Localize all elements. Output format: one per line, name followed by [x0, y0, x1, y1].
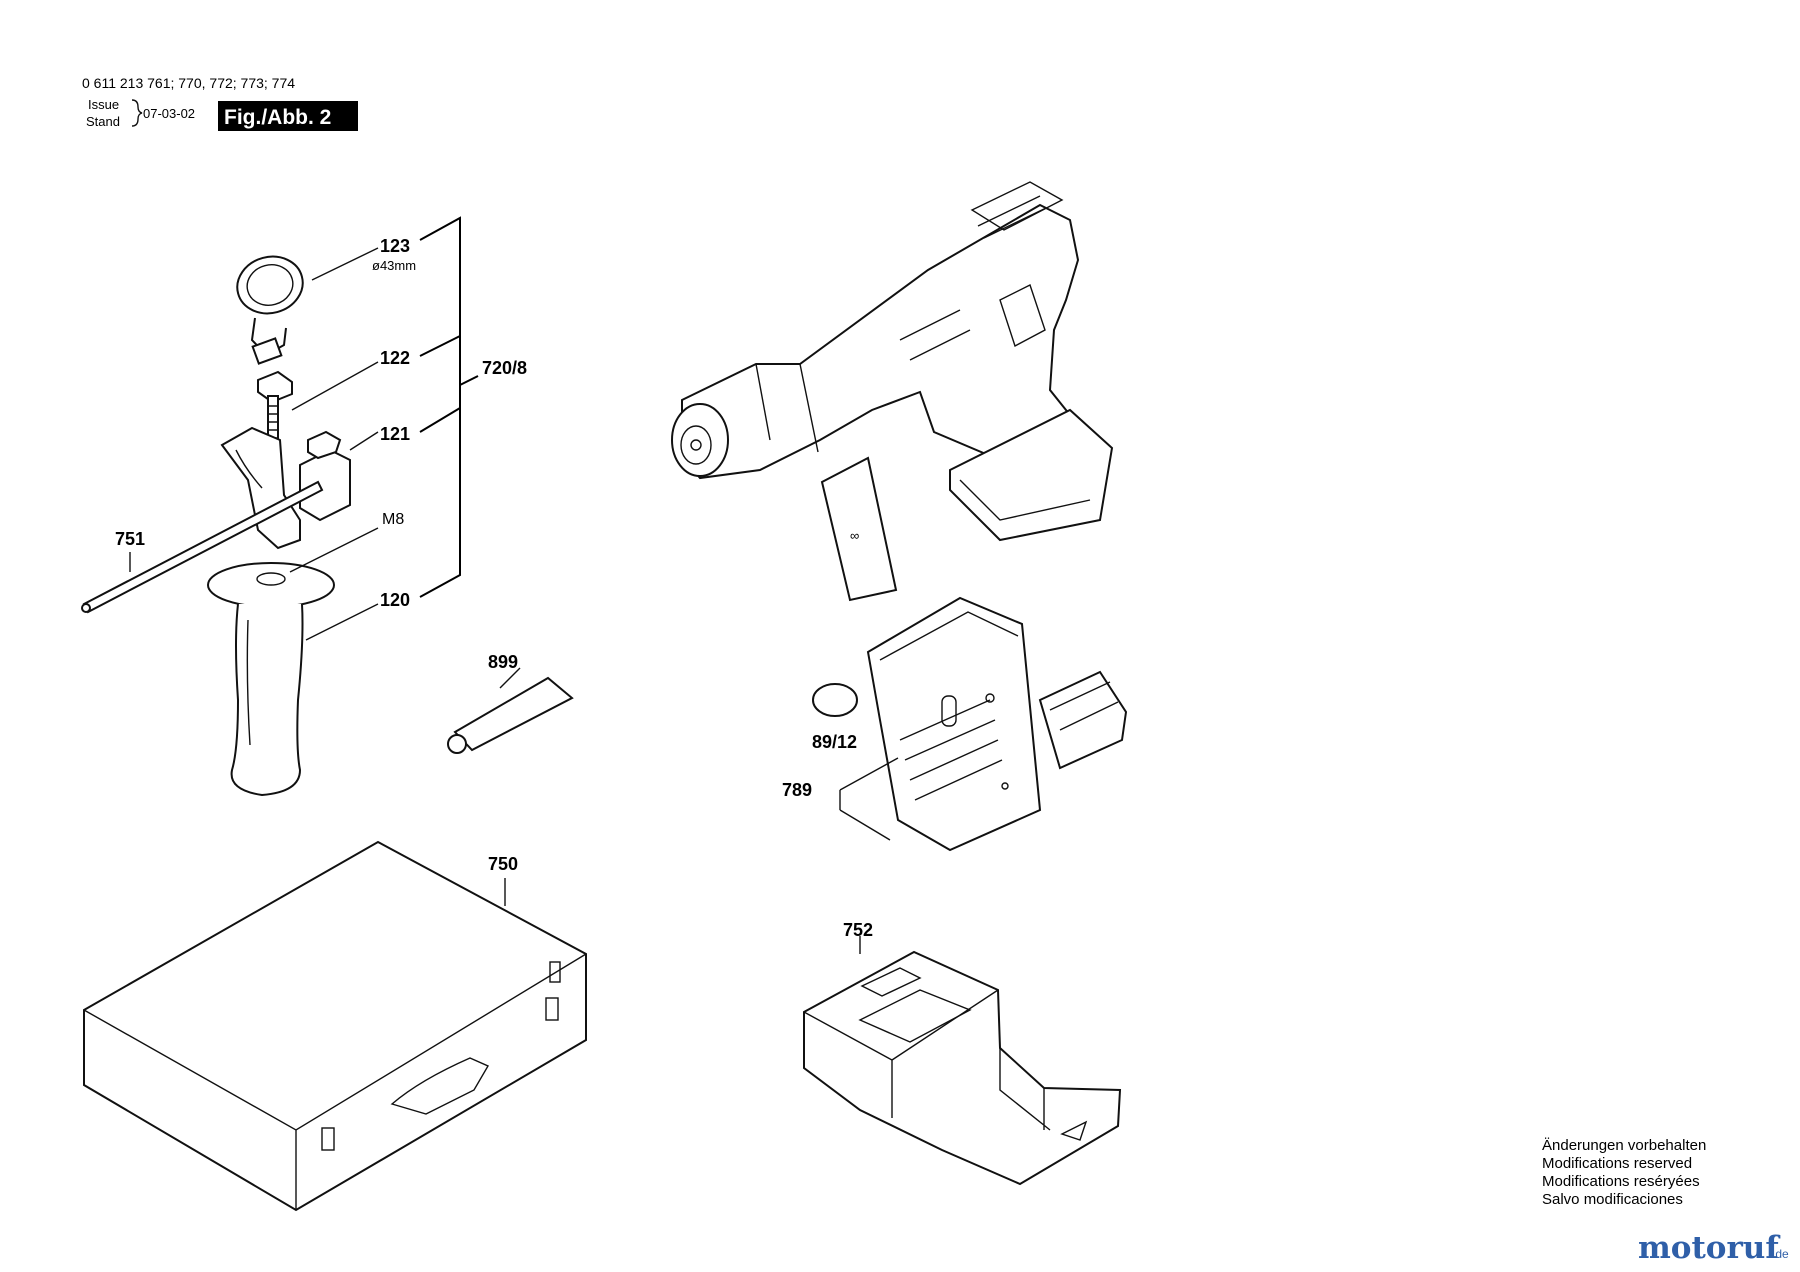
label-122: 122 — [380, 348, 410, 368]
label-789: 789 — [782, 780, 812, 800]
label-751: 751 — [115, 529, 145, 549]
modification-notes: Änderungen vorbehalten Modifications res… — [1542, 1137, 1706, 1208]
label-752: 752 — [843, 920, 873, 940]
label-89-12: 89/12 — [812, 732, 857, 752]
header-block: 0 611 213 761; 770, 772; 773; 774 Issue … — [82, 75, 358, 131]
label-123: 123 — [380, 236, 410, 256]
carrying-case-750: 750 — [83, 840, 587, 1212]
watermark-tld: .de — [1772, 1247, 1789, 1261]
rotary-hammer: ∞ — [671, 181, 1114, 602]
label-899: 899 — [488, 652, 518, 672]
grease-tube-899: 899 — [447, 652, 574, 754]
holder-121: 121 — [220, 424, 410, 550]
charger-752: 752 — [803, 920, 1122, 1186]
label-m8: M8 — [382, 511, 404, 528]
brace-icon — [131, 99, 143, 127]
figure-badge — [218, 101, 358, 131]
label-120: 120 — [380, 590, 410, 610]
depth-stop-mark: ∞ — [850, 528, 859, 543]
note-fr: Modifications reséryées — [1542, 1173, 1700, 1190]
clamp-band-123: 123 ø43mm — [236, 236, 416, 365]
label-123-diameter: ø43mm — [372, 258, 416, 273]
part-numbers-text: 0 611 213 761; 770, 772; 773; 774 — [82, 75, 295, 91]
depth-gauge-751: 751 — [81, 480, 324, 614]
stand-label: Stand — [86, 114, 120, 129]
watermark-brand: motoruf — [1638, 1230, 1780, 1266]
note-de: Änderungen vorbehalten — [1542, 1137, 1706, 1154]
battery-789: 89/12 789 — [782, 596, 1128, 852]
bolt-122: 122 — [257, 348, 410, 449]
label-720-8: 720/8 — [482, 358, 527, 378]
figure-label: Fig./Abb. 2 — [224, 106, 331, 129]
aux-handle-120: M8 120 — [207, 511, 410, 797]
issue-date: 07-03-02 — [143, 106, 195, 121]
label-750: 750 — [488, 854, 518, 874]
watermark-logo: motoruf .de — [1638, 1230, 1789, 1266]
bracket-720-8: 720/8 — [419, 216, 527, 598]
issue-label: Issue — [88, 97, 119, 112]
note-en: Modifications reserved — [1542, 1155, 1692, 1172]
note-es: Salvo modificaciones — [1542, 1191, 1683, 1208]
battery-cap-89-12 — [812, 683, 858, 717]
label-121: 121 — [380, 424, 410, 444]
